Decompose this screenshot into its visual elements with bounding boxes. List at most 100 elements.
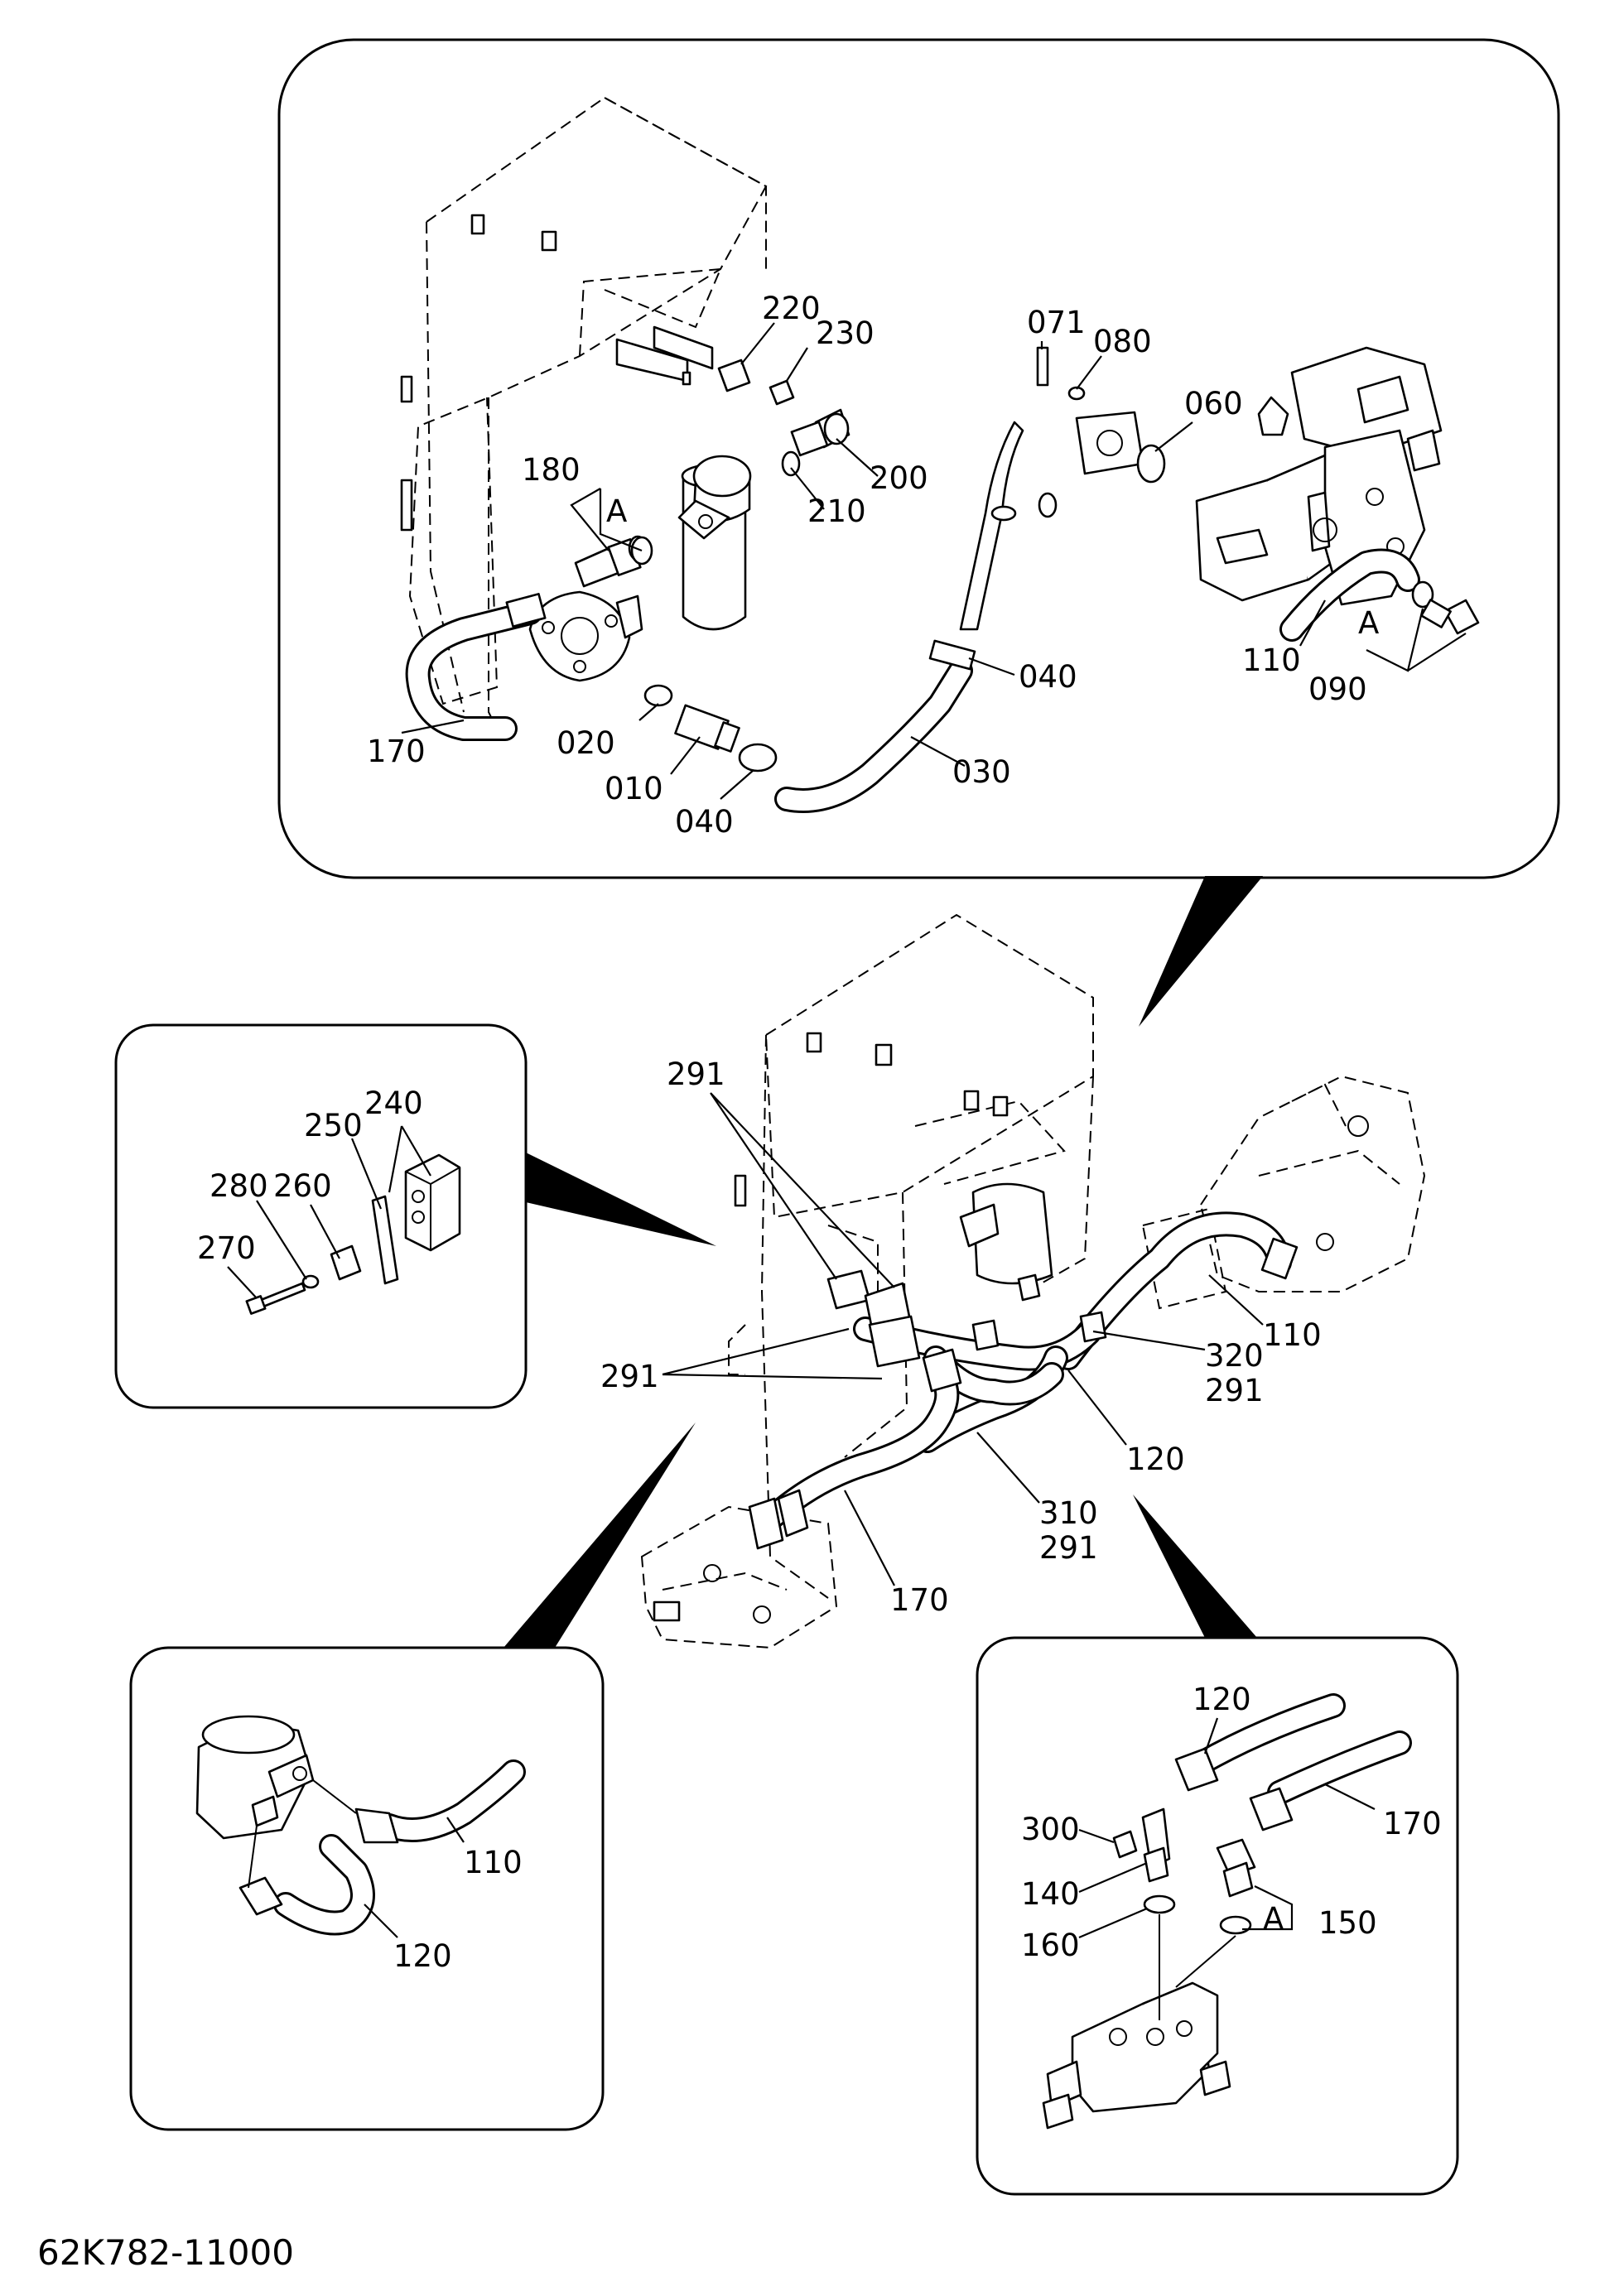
callout-160: 160 — [1021, 1928, 1080, 1963]
left-spacer-260 — [330, 1244, 362, 1281]
callout-240: 240 — [364, 1085, 423, 1121]
callout-200: 200 — [870, 460, 928, 496]
main-hose-110 — [1056, 1211, 1299, 1370]
top-suction-pipe — [959, 421, 1058, 631]
left-leader-260 — [310, 1204, 340, 1259]
bl-steering-unit — [195, 1715, 315, 1840]
callout-291-left: 291 — [600, 1359, 659, 1394]
top-leader-040 — [968, 657, 1015, 676]
bl-hose-110 — [312, 1759, 526, 1844]
br-oring-160 — [1143, 1894, 1176, 1914]
top-leader-A1 — [599, 489, 643, 552]
br-hose-170 — [1249, 1730, 1412, 1832]
main-control-valve — [640, 1505, 838, 1649]
top-adapter-010 — [674, 704, 740, 753]
top-hose-170 — [405, 593, 547, 741]
callout-210: 210 — [807, 493, 866, 529]
br-leader-160 — [1078, 1907, 1148, 1939]
callout-140: 140 — [1021, 1876, 1080, 1912]
top-leader-200 — [836, 438, 879, 477]
main-leader-310 — [976, 1432, 1040, 1504]
drawing-code: 62K782-11000 — [37, 2232, 294, 2273]
top-pipe-flange — [1075, 411, 1144, 475]
top-leader-020 — [638, 703, 659, 721]
callout-080: 080 — [1093, 324, 1152, 359]
top-leader-170 — [401, 719, 465, 734]
bl-leader-120 — [364, 1904, 398, 1938]
callout-150: 150 — [1318, 1905, 1377, 1941]
callout-180: 180 — [522, 452, 581, 488]
top-pump-hose-110 — [1279, 548, 1420, 642]
top-bolt-071 — [1036, 346, 1049, 387]
callout-A-br: A — [1263, 1901, 1284, 1937]
callout-090: 090 — [1308, 671, 1367, 707]
left-leader-270 — [227, 1266, 258, 1299]
top-elbow-200 — [790, 408, 850, 457]
callout-300: 300 — [1021, 1812, 1080, 1847]
br-control-valve — [1042, 1981, 1231, 2130]
top-leader-090 — [1407, 633, 1467, 671]
top-washer-080 — [1067, 386, 1086, 401]
br-elbow-140 — [1141, 1807, 1171, 1883]
top-hydraulic-tank — [400, 96, 768, 729]
br-leader-140 — [1078, 1861, 1148, 1894]
left-detail-pointer — [526, 1153, 716, 1246]
callout-010: 010 — [605, 771, 663, 806]
main-leader-110 — [1208, 1274, 1264, 1326]
top-leader-220 — [740, 322, 775, 365]
callout-A-top-left: A — [606, 493, 627, 529]
top-leader-210 — [790, 467, 825, 510]
top-leader-110 — [1299, 599, 1326, 647]
callout-110-top: 110 — [1242, 643, 1301, 678]
callout-170-br: 170 — [1383, 1806, 1442, 1841]
br-leader-300 — [1078, 1828, 1115, 1844]
left-detail-frame — [114, 1023, 528, 1409]
callout-120-main: 120 — [1126, 1442, 1185, 1477]
callout-291-bottom: 291 — [1039, 1530, 1098, 1566]
left-bolt-270 — [245, 1282, 306, 1315]
callout-260: 260 — [273, 1168, 332, 1204]
bl-hose-120 — [239, 1825, 375, 1936]
callout-250: 250 — [304, 1108, 363, 1143]
callout-120-bl: 120 — [393, 1938, 452, 1974]
br-oring-150 — [1219, 1915, 1252, 1935]
top-leader-180 — [570, 488, 610, 551]
callout-310: 310 — [1039, 1495, 1098, 1531]
left-leader-240 — [388, 1125, 431, 1193]
top-clamp-040 — [928, 639, 976, 671]
br-leader-150 — [1242, 1885, 1294, 1931]
callout-A-top-right: A — [1358, 605, 1379, 641]
top-leader-030 — [910, 736, 966, 767]
br-leader-170 — [1324, 1783, 1376, 1810]
main-hose-170 — [748, 1370, 960, 1550]
callout-270: 270 — [197, 1230, 256, 1266]
main-pump-assembly — [1141, 1075, 1426, 1310]
main-leader-170 — [844, 1490, 895, 1586]
br-elbow-150 — [1216, 1838, 1256, 1898]
top-leader-010 — [670, 736, 701, 775]
main-leader-120 — [1067, 1369, 1127, 1446]
main-leader-320 — [1092, 1330, 1206, 1351]
top-plug-230 — [769, 379, 795, 406]
top-fitting-090 — [1420, 599, 1480, 635]
callout-040-upper: 040 — [1019, 659, 1077, 695]
top-oring-060 — [1136, 444, 1166, 484]
callout-020: 020 — [557, 725, 615, 761]
bl-leader-110 — [446, 1817, 465, 1843]
main-return-filter — [959, 1182, 1053, 1285]
callout-170-main: 170 — [890, 1582, 949, 1618]
top-oring-210 — [781, 450, 801, 477]
main-leader-291-left — [662, 1327, 883, 1380]
bottom-right-detail-pointer — [1133, 1495, 1257, 1638]
callout-280: 280 — [210, 1168, 268, 1204]
br-hose-120 — [1174, 1693, 1346, 1792]
br-drop-line-2 — [1175, 1935, 1236, 1988]
callout-040-lower: 040 — [675, 804, 734, 840]
main-clamp-291-group — [826, 1269, 1107, 1393]
top-cap-220 — [717, 359, 751, 392]
callout-291-right: 291 — [1205, 1373, 1264, 1408]
top-leader-040b — [720, 769, 754, 800]
top-return-filter — [677, 455, 752, 631]
top-flange-adapter — [528, 590, 643, 682]
